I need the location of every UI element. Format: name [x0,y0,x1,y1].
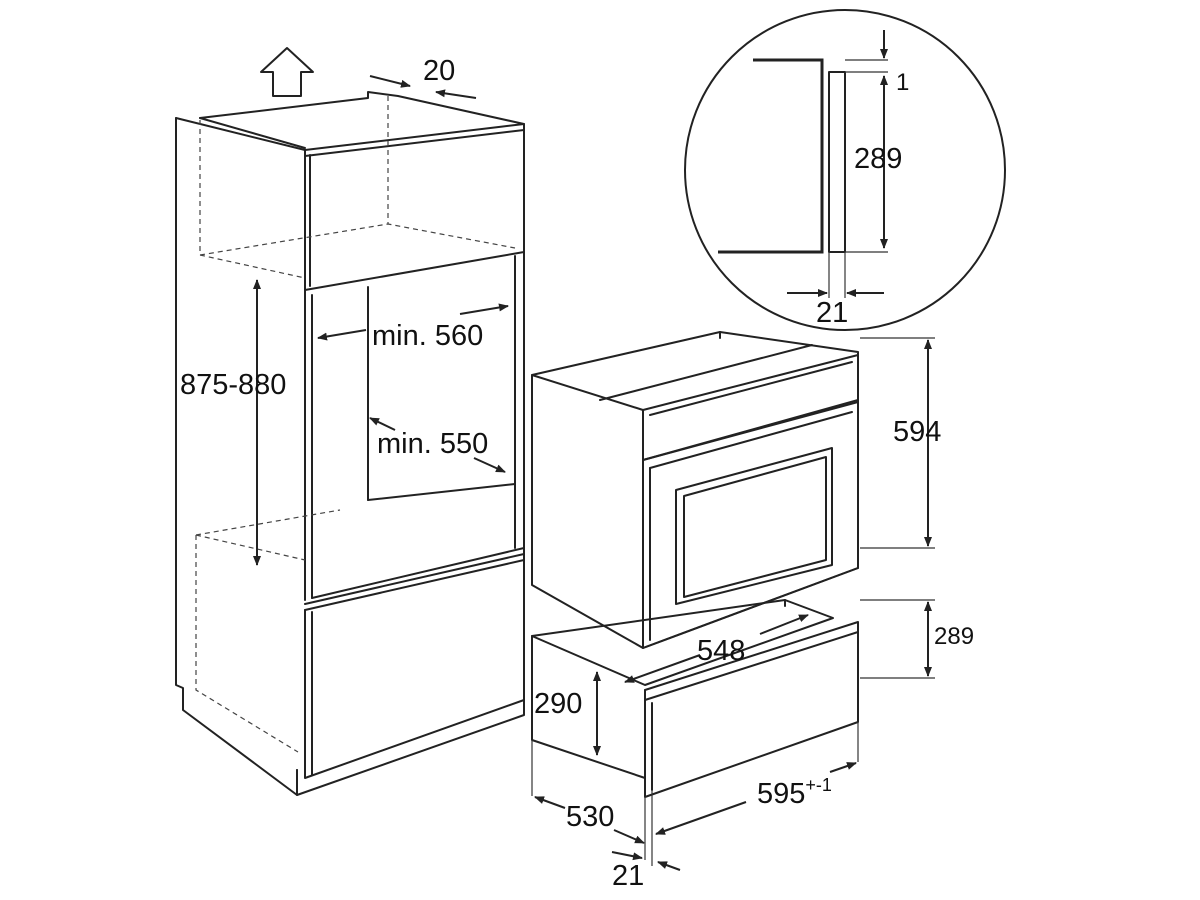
front-width-tolerance: +-1 [805,775,832,795]
warming-drawer: 548 290 289 530 595+-1 21 [531,599,974,892]
oven-unit: 594 [531,331,941,649]
niche-width-label: min. 560 [372,320,483,352]
detail-magnifier: 1 289 21 [684,9,1006,331]
drawer-height-right-label: 289 [934,623,974,650]
niche-depth-label: min. 550 [377,428,488,460]
detail-gap-label: 1 [896,69,909,96]
drawer-depth-label: 530 [566,801,614,833]
detail-depth-label: 21 [816,297,848,329]
tall-cabinet: 875-880 20 min. 560 min. 550 [175,47,525,796]
ventilation-up-arrow-icon [260,47,314,97]
cabinet-height-label: 875-880 [180,369,286,401]
detail-height-label: 289 [854,143,902,175]
drawer-height-left-label: 290 [534,688,582,720]
oven-height-label: 594 [893,416,941,448]
front-width-label: 595+-1 [757,775,832,810]
drawer-inner-width-label: 548 [697,635,745,667]
front-width-value: 595 [757,778,805,810]
front-thickness-label: 21 [612,860,644,892]
top-gap-label: 20 [423,55,455,87]
